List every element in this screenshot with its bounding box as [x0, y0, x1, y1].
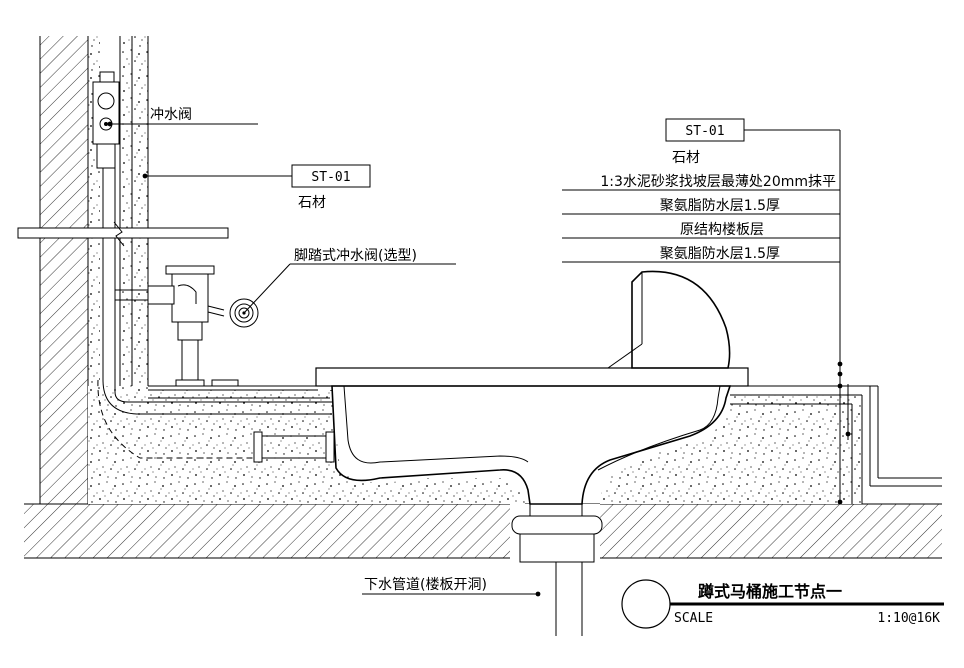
structure-slab — [24, 503, 942, 559]
label-stone-left: ST-01 石材 — [142, 164, 371, 211]
layer-leader-vertical — [837, 130, 851, 505]
waterproof-1-label: 聚氨脂防水层1.5厚 — [660, 198, 780, 214]
squat-toilet — [315, 270, 749, 636]
stone-right-label: 石材 — [672, 150, 700, 166]
flush-valve-label: 冲水阀 — [150, 107, 192, 123]
drain-pipe-label: 下水管道(楼板开洞) — [364, 577, 487, 593]
mortar-layer-label: 1:3水泥砂浆找坡层最薄处20mm抹平 — [600, 174, 836, 190]
mortar-fill-layer — [88, 385, 942, 504]
stone-code-left: ST-01 — [311, 170, 350, 185]
stone-left-label: 石材 — [298, 195, 326, 211]
drawing-title: 蹲式马桶施工节点一 — [698, 582, 842, 601]
scale-label: SCALE — [674, 611, 713, 626]
scale-value: 1:10@16K — [877, 611, 940, 626]
label-drain-pipe: 下水管道(楼板开洞) — [362, 577, 541, 597]
foot-valve-label: 脚踏式冲水阀(选型) — [294, 248, 417, 264]
horizontal-slab — [17, 221, 229, 247]
supply-pipe — [92, 71, 332, 459]
label-foot-valve: 脚踏式冲水阀(选型) — [243, 248, 456, 314]
layer-labels: 1:3水泥砂浆找坡层最薄处20mm抹平 聚氨脂防水层1.5厚 原结构楼板层 聚氨… — [562, 174, 840, 263]
waterproof-2-label: 聚氨脂防水层1.5厚 — [660, 246, 780, 262]
stone-code-right: ST-01 — [685, 124, 724, 139]
title-block: 蹲式马桶施工节点一 SCALE 1:10@16K — [621, 579, 944, 629]
foot-flush-valve — [147, 265, 259, 387]
structure-slab-label: 原结构楼板层 — [680, 222, 764, 238]
label-stone-right: ST-01 石材 — [665, 118, 840, 166]
flush-pipe — [253, 431, 335, 463]
label-flush-valve: 冲水阀 — [107, 107, 258, 127]
